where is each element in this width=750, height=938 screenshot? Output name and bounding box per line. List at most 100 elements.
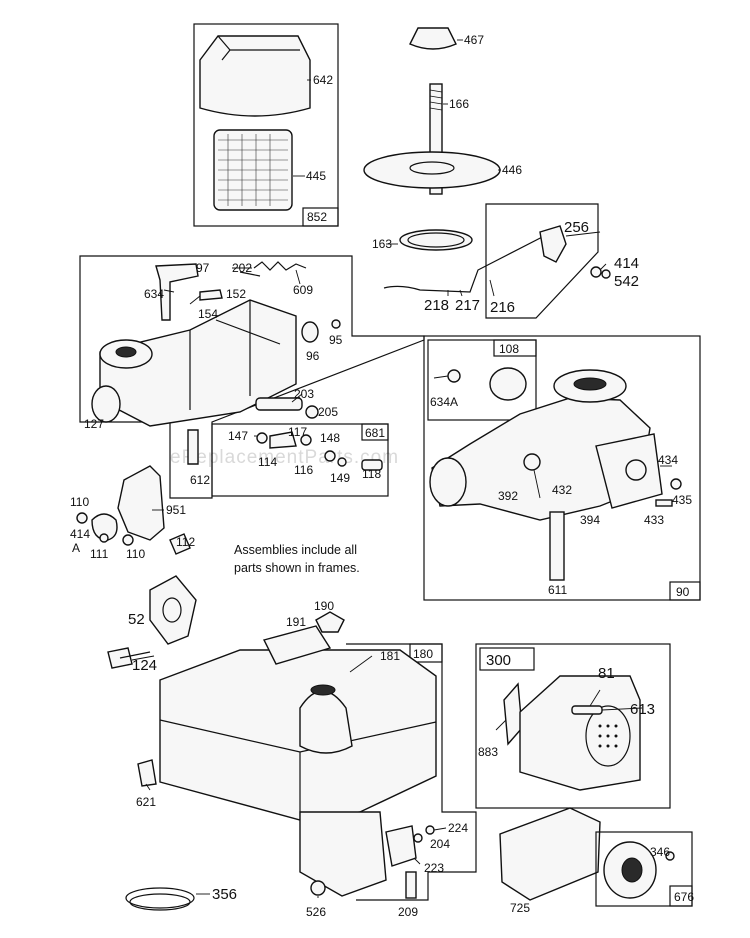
bell-crank-256 bbox=[539, 225, 567, 263]
label-676: 676 bbox=[674, 890, 694, 904]
nut-224 bbox=[425, 825, 435, 835]
label-205: 205 bbox=[318, 405, 338, 419]
o-ring-148 bbox=[337, 457, 347, 467]
tank-gasket-assembly bbox=[107, 575, 197, 669]
base-plate-446 bbox=[363, 151, 501, 189]
screw-110 bbox=[76, 512, 88, 524]
screw-205 bbox=[305, 405, 319, 419]
frame-tag-676 bbox=[669, 885, 693, 907]
label-300: 300 bbox=[486, 652, 511, 669]
label-203: 203 bbox=[294, 387, 314, 401]
label-111: 111 bbox=[90, 547, 109, 561]
label-542: 542 bbox=[614, 273, 639, 290]
tube-611 bbox=[549, 511, 565, 581]
screw-95 bbox=[331, 319, 341, 329]
nut-432 bbox=[523, 453, 541, 471]
label-432: 432 bbox=[552, 483, 572, 497]
cap-112 bbox=[169, 533, 191, 555]
leader-lines bbox=[131, 231, 672, 898]
label-951: 951 bbox=[166, 503, 186, 517]
label-116: 116 bbox=[294, 463, 313, 477]
frame-carburetor-left bbox=[79, 255, 425, 499]
air-cleaner-cover bbox=[199, 35, 311, 117]
label-725: 725 bbox=[510, 901, 530, 915]
label-124: 124 bbox=[132, 657, 157, 674]
label-446: 446 bbox=[502, 163, 522, 177]
label-414-mid: 414 bbox=[70, 527, 90, 541]
label-216: 216 bbox=[490, 299, 515, 316]
label-346: 346 bbox=[650, 845, 670, 859]
label-223: 223 bbox=[424, 861, 444, 875]
label-634: 634 bbox=[144, 287, 164, 301]
link-223 bbox=[385, 825, 417, 867]
label-A: A bbox=[72, 541, 80, 555]
top-stud-assembly bbox=[363, 27, 501, 251]
pin-612 bbox=[187, 429, 199, 465]
carburetor-assembly-right bbox=[423, 335, 701, 601]
frame-governor-link bbox=[485, 203, 599, 319]
carb-kit-assembly bbox=[211, 423, 389, 497]
label-202: 202 bbox=[232, 261, 252, 275]
label-414-top: 414 bbox=[614, 255, 639, 272]
washer-204 bbox=[413, 833, 423, 843]
screw-526 bbox=[310, 880, 326, 896]
label-204: 204 bbox=[430, 837, 450, 851]
washer-542 bbox=[601, 269, 611, 279]
label-110-top: 110 bbox=[70, 495, 89, 509]
label-613: 613 bbox=[630, 701, 655, 718]
label-191: 191 bbox=[286, 615, 306, 629]
label-148: 148 bbox=[320, 431, 340, 445]
label-81: 81 bbox=[598, 665, 615, 682]
label-217: 217 bbox=[455, 297, 480, 314]
label-883: 883 bbox=[478, 745, 498, 759]
air-cleaner-assembly bbox=[193, 23, 339, 227]
throttle-shaft-203 bbox=[255, 397, 303, 411]
needle-114 bbox=[300, 434, 312, 446]
screw-209 bbox=[405, 871, 417, 899]
note-line-2: parts shown in frames. bbox=[234, 561, 360, 575]
frame-carb-kit bbox=[211, 423, 389, 497]
washer-147 bbox=[256, 432, 268, 444]
label-609: 609 bbox=[293, 283, 313, 297]
label-149: 149 bbox=[330, 471, 350, 485]
label-526: 526 bbox=[306, 905, 326, 919]
inlet-flange-right bbox=[429, 457, 467, 507]
frame-108 bbox=[427, 339, 537, 421]
screw-346 bbox=[665, 851, 675, 861]
screw-110b bbox=[122, 534, 134, 546]
screw-118 bbox=[361, 459, 383, 471]
muffler-assembly bbox=[475, 643, 671, 809]
label-681: 681 bbox=[365, 426, 385, 440]
wing-nut-467 bbox=[409, 27, 457, 50]
carb-inlet-flange bbox=[91, 385, 121, 423]
screw-152 bbox=[199, 289, 223, 301]
label-392: 392 bbox=[498, 489, 518, 503]
label-356: 356 bbox=[212, 886, 237, 903]
frame-tag-180 bbox=[409, 643, 443, 663]
label-467: 467 bbox=[464, 33, 484, 47]
label-634A: 634A bbox=[430, 395, 458, 409]
plate-96 bbox=[301, 321, 319, 343]
frame-air-cleaner bbox=[193, 23, 339, 227]
washer-111 bbox=[99, 533, 109, 543]
frame-tag-852 bbox=[302, 207, 339, 227]
label-611: 611 bbox=[548, 583, 567, 597]
label-112: 112 bbox=[176, 535, 195, 549]
muffler-guard-assembly bbox=[499, 807, 693, 907]
label-163: 163 bbox=[372, 237, 392, 251]
choke-plate bbox=[489, 367, 527, 401]
label-95: 95 bbox=[329, 333, 343, 347]
label-224: 224 bbox=[448, 821, 468, 835]
label-97: 97 bbox=[196, 261, 210, 275]
tank-bracket bbox=[299, 811, 387, 897]
hose-clamp-356 bbox=[125, 887, 210, 911]
label-433: 433 bbox=[644, 513, 664, 527]
label-621: 621 bbox=[136, 795, 156, 809]
gear-washer bbox=[91, 513, 118, 541]
label-152: 152 bbox=[226, 287, 246, 301]
label-108: 108 bbox=[499, 342, 519, 356]
label-434: 434 bbox=[658, 453, 678, 467]
label-209: 209 bbox=[398, 905, 418, 919]
frame-tag-681 bbox=[361, 423, 389, 441]
